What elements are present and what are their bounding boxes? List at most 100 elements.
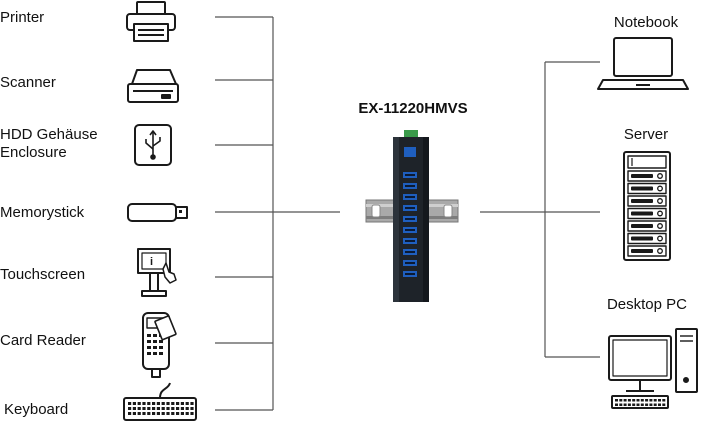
server-unit: [627, 232, 667, 245]
keyboard-key: [137, 402, 141, 405]
keyboard-key: [166, 412, 170, 415]
server-unit-slot: [631, 224, 653, 228]
usb-port-slot: [405, 196, 415, 198]
pc-keyboard-key: [615, 399, 618, 402]
keyboard-icon: [123, 382, 197, 421]
pc-keyboard-key: [645, 403, 649, 406]
pc-keyboard-key: [640, 403, 644, 406]
keyboard-key: [161, 407, 165, 410]
scanner-icon: [127, 69, 179, 103]
keyboard-key: [166, 407, 170, 410]
keyboard-key: [137, 407, 141, 410]
pc-keyboard-key: [645, 399, 649, 402]
server-unit-led: [657, 248, 663, 254]
pc-keyboard-key: [623, 399, 627, 402]
svg-text:i: i: [150, 256, 153, 268]
pc-keyboard-key: [653, 403, 657, 406]
pc-keyboard-key: [658, 403, 661, 406]
keyboard-key: [176, 402, 180, 405]
keyboard-key: [152, 407, 156, 410]
printer-icon: [126, 1, 176, 42]
pc-keyboard-key: [632, 403, 636, 406]
card-reader-icon: [142, 312, 177, 378]
usb-port-slot: [405, 262, 415, 264]
pc-keyboard-key: [658, 399, 661, 402]
keyboard-key: [176, 412, 180, 415]
keyboard-key: [128, 412, 132, 415]
keyboard-key: [185, 402, 189, 405]
label-memorystick: Memorystick: [0, 204, 85, 221]
label-server: Server: [623, 126, 669, 143]
server-unit-led: [657, 223, 663, 229]
usb-stick-icon: [127, 203, 188, 222]
keyboard-key: [128, 402, 132, 405]
pc-keyboard-key: [636, 399, 640, 402]
keyboard-key: [142, 412, 146, 415]
server-unit-led: [657, 173, 663, 179]
keyboard-key: [190, 402, 194, 405]
server-unit-slot: [631, 249, 653, 253]
label-desktop-pc: Desktop PC: [606, 296, 688, 313]
server-unit-led: [657, 185, 663, 192]
usb-port-slot: [405, 273, 415, 275]
usb-port-slot: [405, 207, 415, 209]
keyboard-key: [171, 402, 175, 405]
pc-keyboard-key: [623, 403, 627, 406]
pc-keyboard-key: [640, 399, 644, 402]
server-unit: [627, 220, 667, 232]
usb-port-slot: [405, 240, 415, 242]
usb-port-slot: [405, 218, 415, 220]
keyboard-key: [132, 407, 136, 410]
pc-keyboard-key: [627, 399, 631, 402]
server-unit-led: [657, 235, 663, 242]
keyboard-key: [147, 412, 151, 415]
server-unit: [627, 170, 667, 182]
server-unit-slot: [631, 236, 653, 241]
keyboard-key: [161, 402, 165, 405]
server-unit-led: [657, 210, 663, 217]
pc-keyboard-key: [619, 403, 623, 406]
pc-keyboard-key: [649, 403, 653, 406]
label-printer: Printer: [0, 9, 45, 26]
keyboard-key: [156, 402, 160, 405]
desktop-pc-icon: [608, 328, 698, 409]
keyboard-key: [128, 407, 132, 410]
hub-model-label: EX-11220HMVS: [358, 100, 468, 117]
server-icon: [623, 151, 671, 261]
pc-keyboard-key: [636, 403, 640, 406]
server-unit: [627, 245, 667, 257]
keyboard-key: [185, 412, 189, 415]
server-unit: [627, 182, 667, 195]
touchscreen-kiosk-icon: i: [137, 248, 177, 297]
keyboard-key: [166, 402, 170, 405]
keyboard-key: [142, 407, 146, 410]
label-card-reader: Card Reader: [0, 332, 86, 349]
pc-keyboard-key: [649, 399, 653, 402]
pc-keyboard-key: [653, 399, 657, 402]
hdd-enclosure-icon: [134, 124, 172, 166]
label-notebook: Notebook: [613, 14, 679, 31]
server-unit-led: [657, 198, 663, 204]
server-unit-slot: [631, 211, 653, 216]
pc-keyboard-key: [619, 399, 623, 402]
keyboard-key: [156, 407, 160, 410]
server-unit: [627, 207, 667, 220]
label-hdd-enclosure: HDD Gehäuse Enclosure: [0, 126, 98, 161]
pc-keyboard-key: [662, 399, 666, 402]
label-keyboard: Keyboard: [4, 401, 69, 418]
connection-lines: [215, 16, 600, 411]
keyboard-key: [156, 412, 160, 415]
server-unit-slot: [631, 199, 653, 203]
keyboard-key: [132, 412, 136, 415]
label-scanner: Scanner: [0, 74, 56, 91]
keyboard-key: [137, 412, 141, 415]
usb-hub: [365, 130, 459, 302]
usb-port-slot: [405, 174, 415, 176]
pc-keyboard-key: [632, 399, 636, 402]
keyboard-key: [180, 412, 184, 415]
notebook-icon: [597, 37, 689, 90]
terminal-block: [404, 130, 418, 138]
keyboard-key: [171, 407, 175, 410]
keyboard-key: [185, 407, 189, 410]
keyboard-key: [161, 412, 165, 415]
